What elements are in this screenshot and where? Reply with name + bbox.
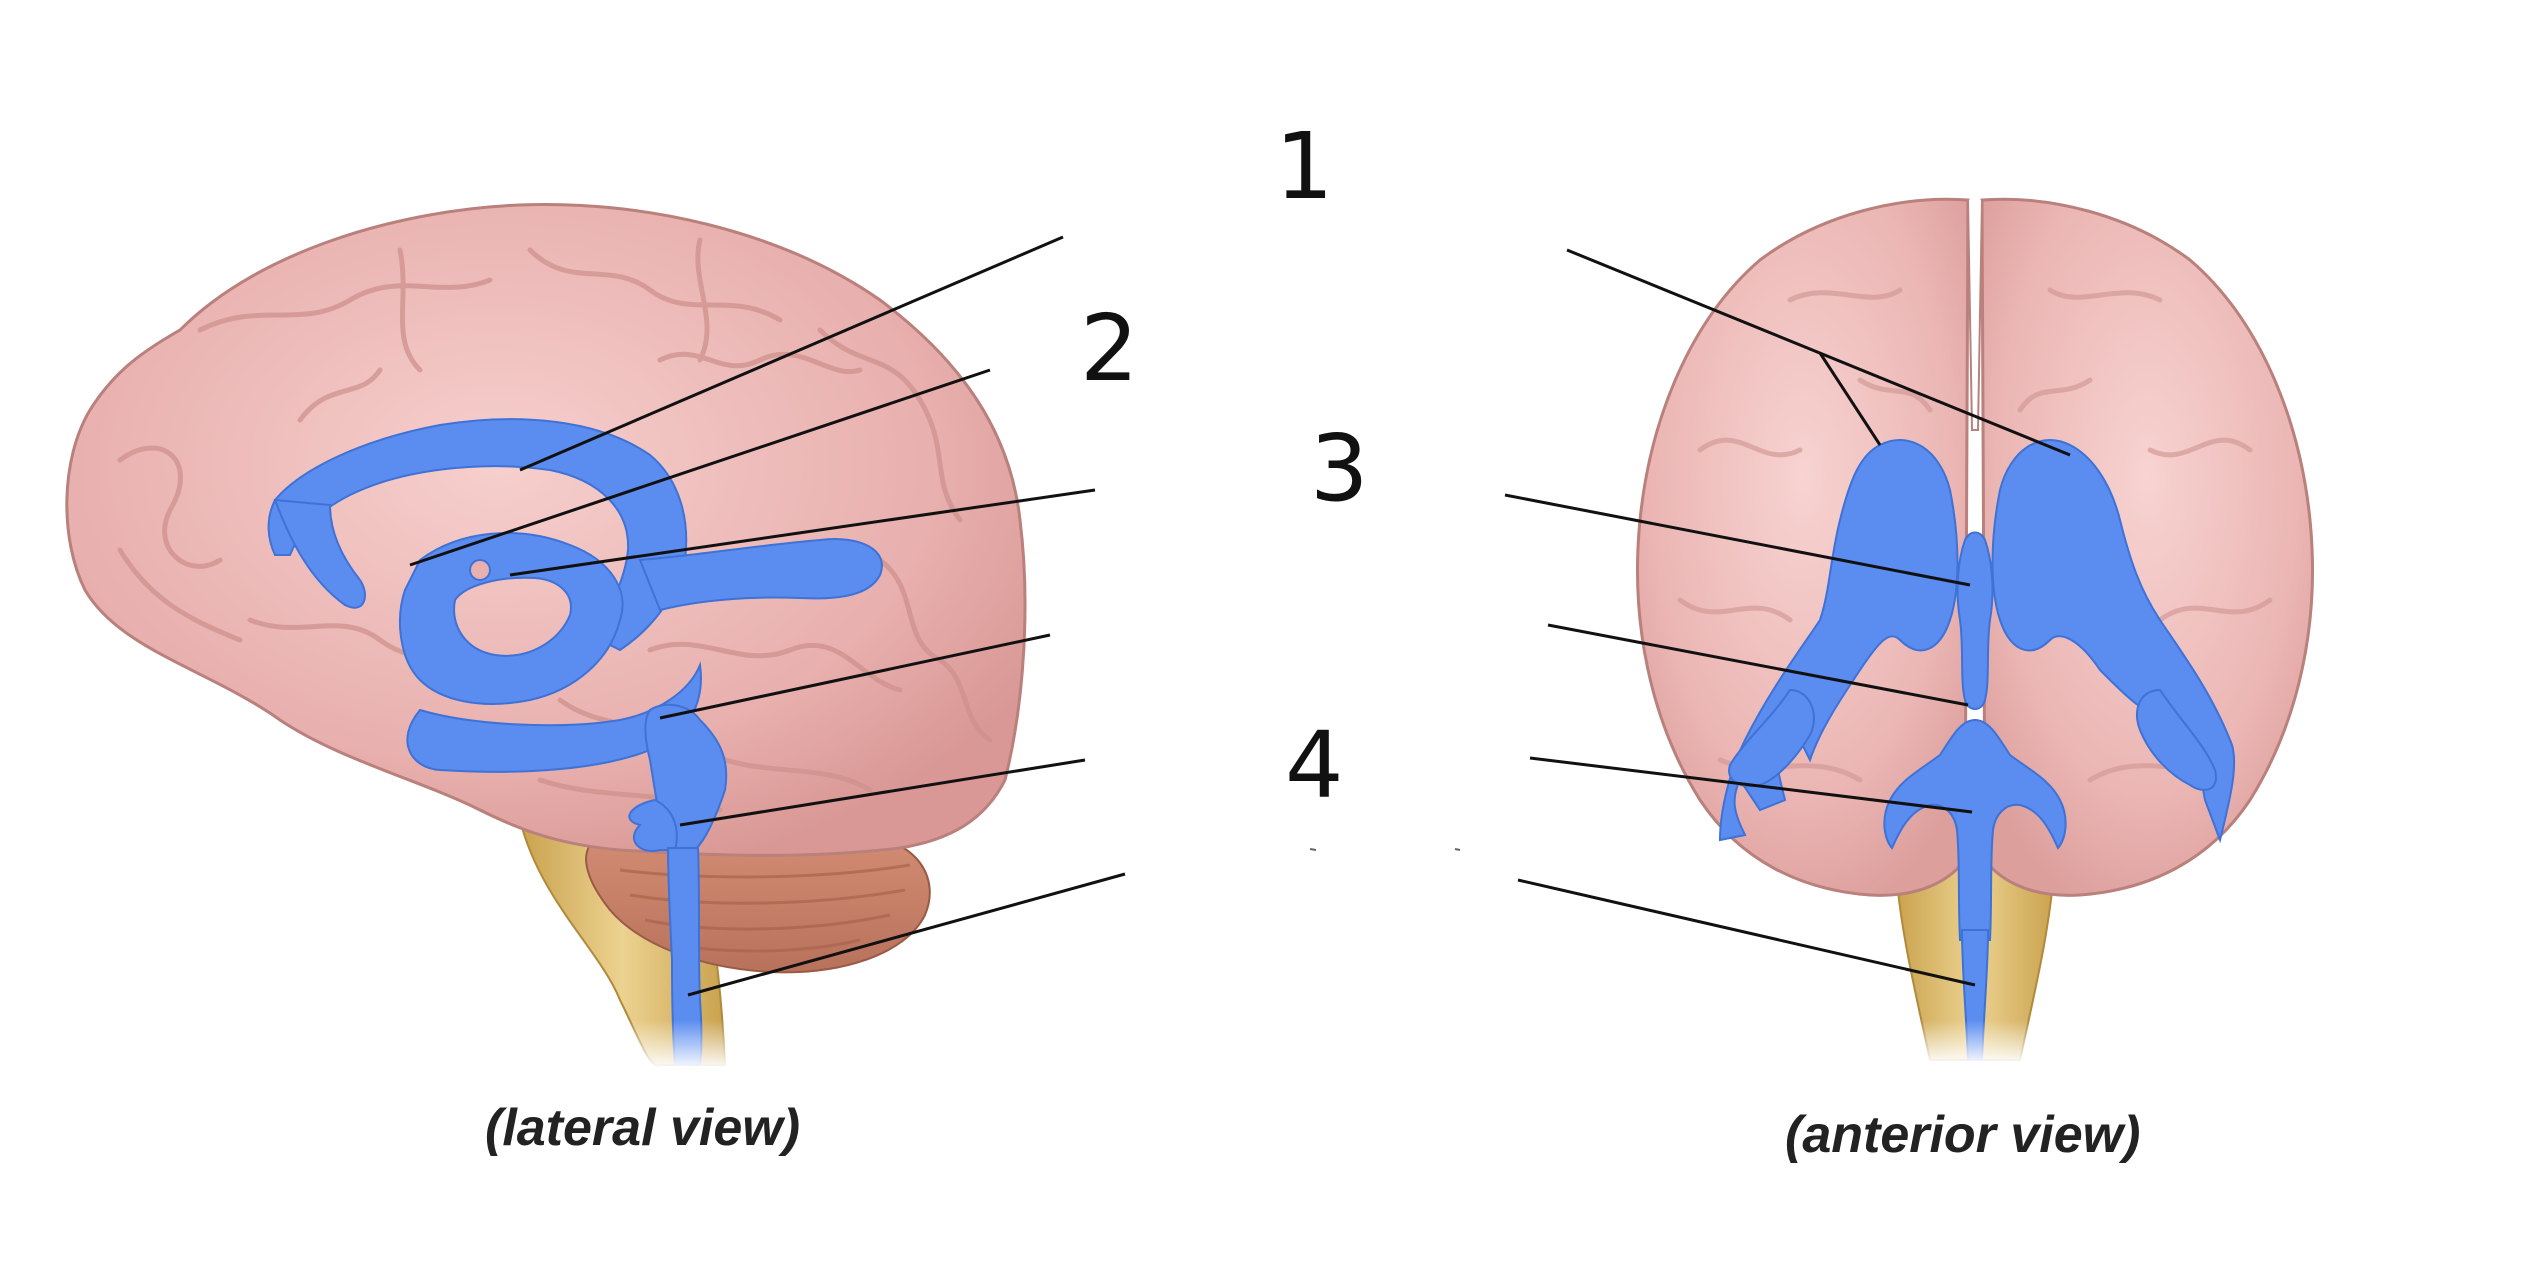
leader-line-anterior-5 xyxy=(1517,878,1976,987)
leader-line-lateral-3 xyxy=(509,488,1096,577)
leader-line-anterior-1a xyxy=(1566,248,2071,457)
anterior-view-ventricles xyxy=(1718,439,2236,1061)
lateral-view-brain xyxy=(65,203,1027,1070)
number-2: 2 xyxy=(1080,295,1139,402)
leader-line-anterior-2 xyxy=(1504,493,1971,587)
leader-line-anterior-3 xyxy=(1547,623,1969,707)
leader-line-lateral-4 xyxy=(659,633,1051,720)
leader-line-lateral-5 xyxy=(679,758,1086,827)
lateral-cerebellum-folia xyxy=(619,863,911,953)
leader-line-anterior-1b xyxy=(1818,352,1882,446)
number-1: 1 xyxy=(1275,113,1334,220)
anterior-view-brain xyxy=(1636,197,2314,1065)
interventricular-foramen xyxy=(469,559,491,581)
leader-lines xyxy=(409,235,2071,997)
number-3: 3 xyxy=(1310,415,1369,522)
number-4: 4 xyxy=(1285,712,1344,819)
posterior-horn xyxy=(638,538,883,612)
frontal-horn xyxy=(273,498,366,609)
anterior-gyri xyxy=(1677,287,2273,783)
lateral-view-ventricles xyxy=(267,418,883,1066)
anterior-left-hemisphere xyxy=(1636,197,1970,897)
ventricular-ring xyxy=(399,532,624,705)
leader-line-lateral-1 xyxy=(519,235,1064,472)
anterior-fade xyxy=(1880,1020,2070,1065)
longitudinal-fissure xyxy=(1967,199,1983,431)
stray-mark-2 xyxy=(1454,848,1461,851)
anterior-right-inferior-horn xyxy=(2135,688,2217,791)
lateral-fourth-ventricle xyxy=(628,798,678,852)
leader-line-lateral-6 xyxy=(687,872,1126,997)
lateral-gyri xyxy=(117,237,993,813)
caption-lateral-view: (lateral view) xyxy=(485,1099,801,1157)
anterior-third-ventricle xyxy=(1956,531,1994,710)
leader-line-lateral-2 xyxy=(409,368,991,567)
lateral-fade xyxy=(560,1020,760,1070)
caption-anterior-view: (anterior view) xyxy=(1785,1106,2141,1164)
leader-line-anterior-4 xyxy=(1529,756,1973,814)
anterior-right-hemisphere xyxy=(1980,197,2314,897)
stray-mark-1 xyxy=(1309,848,1317,851)
handwritten-numbers: 1 2 3 4 xyxy=(1080,113,1369,819)
